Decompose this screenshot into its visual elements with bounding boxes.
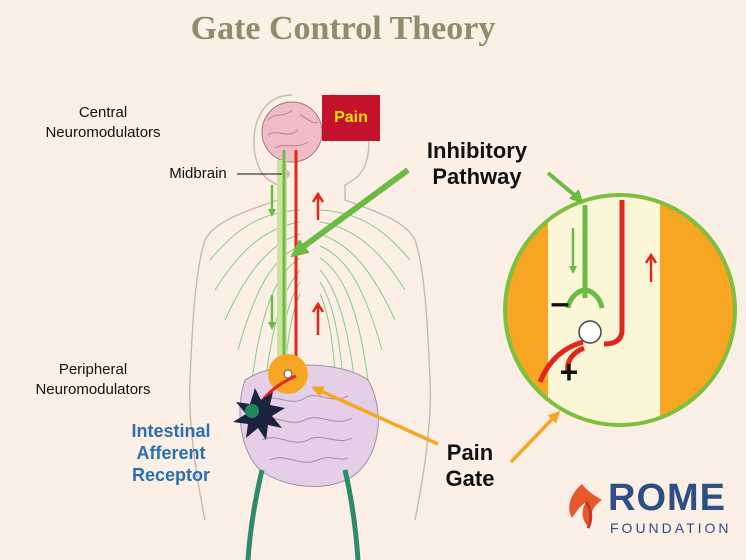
intestines-image (239, 364, 379, 487)
pain-box-text: Pain (334, 109, 368, 126)
rome-logo-text: ROME (608, 477, 726, 519)
gate-node-body (283, 369, 293, 379)
gate-zoom-circle (503, 193, 737, 427)
page-title: Gate Control Theory (190, 10, 496, 47)
ascending-arrows (311, 191, 325, 335)
body-outline (188, 94, 432, 521)
inhibitory-pointer-arrows (290, 167, 584, 258)
receptor-label-text: Intestinal Afferent Receptor (131, 421, 211, 485)
foundation-logo-text: FOUNDATION (610, 520, 732, 536)
peripheral-neuromodulators-label: Peripheral Neuromodulators (18, 360, 168, 400)
pain-gate-label: Pain Gate (430, 440, 510, 492)
midbrain-label-text: Midbrain (169, 165, 227, 182)
gate-pointer-arrows (311, 386, 561, 464)
intestinal-afferent-receptor-label: Intestinal Afferent Receptor (106, 420, 236, 486)
minus-sign: – (550, 284, 570, 322)
receptor-burst (233, 388, 285, 440)
plus-sign: + (559, 354, 579, 390)
pain-box: Pain (322, 95, 380, 141)
midbrain-label: Midbrain (158, 164, 238, 184)
brain-image (261, 101, 323, 178)
peripheral-label-text: Peripheral Neuromodulators (35, 361, 151, 398)
inhibitory-pathway-label: Inhibitory Pathway (412, 138, 542, 190)
pain-gate-label-text: Pain Gate (445, 440, 495, 491)
receptor-node (245, 404, 259, 418)
rome-logo-mark (569, 484, 602, 529)
inhibitory-label-text: Inhibitory Pathway (426, 138, 528, 189)
central-label-text: Central Neuromodulators (45, 104, 161, 141)
central-neuromodulators-label: Central Neuromodulators (18, 103, 188, 143)
lower-nerves (245, 469, 361, 560)
